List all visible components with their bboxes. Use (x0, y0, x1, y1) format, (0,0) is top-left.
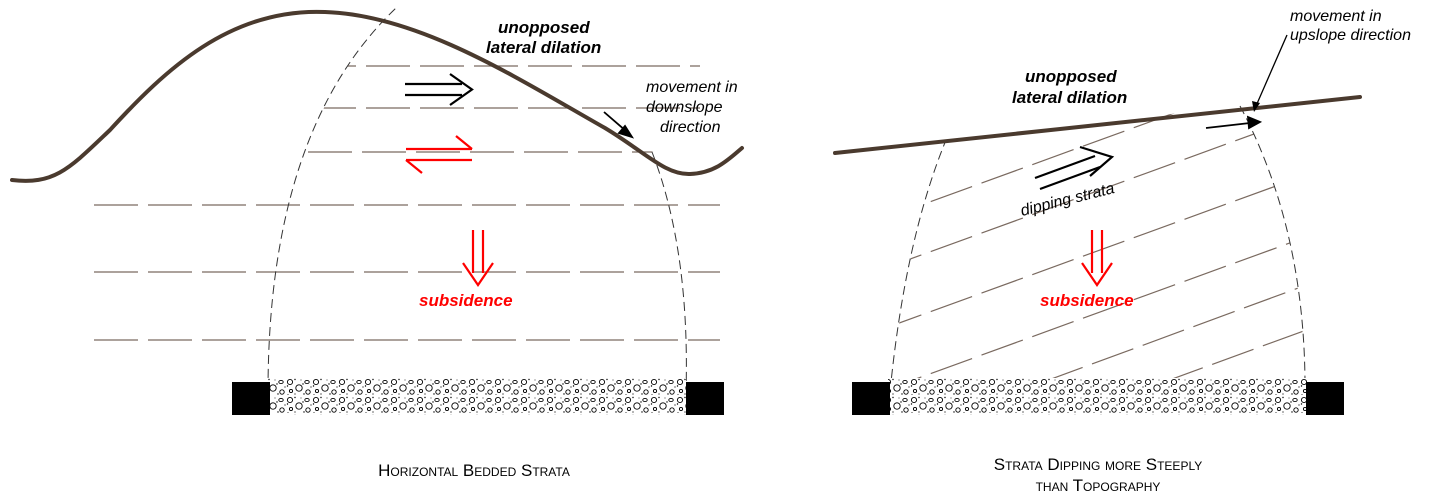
left-movement-label-3: direction (660, 119, 721, 136)
subsidence-arrow-left (462, 230, 494, 287)
fracture-line-right-a (889, 139, 947, 393)
ground-surface-right (833, 95, 1362, 155)
dipping-strata (890, 106, 1306, 400)
right-subsidence-label: subsidence (1040, 291, 1134, 310)
left-dilation-label-1: unopposed (498, 18, 590, 37)
left-movement-label-1: movement in (646, 79, 738, 96)
left-dilation-label-2: lateral dilation (486, 38, 601, 57)
horizontal-strata (268, 65, 700, 153)
right-panel: unopposed lateral dilation movement in u… (833, 8, 1411, 495)
subsidence-arrow-right (1081, 230, 1113, 287)
fracture-line-right (651, 151, 687, 393)
horizontal-strata-lower (94, 204, 720, 341)
pillar-right-a (852, 382, 890, 415)
ground-surface-left (10, 9, 744, 183)
pillar-left-b (686, 382, 724, 415)
fracture-line-left (267, 7, 397, 393)
shear-arrows-left (405, 135, 473, 174)
upslope-movement-arrow (1205, 115, 1263, 130)
right-caption-line-2: than Topography (1036, 476, 1161, 495)
left-subsidence-label: subsidence (419, 291, 513, 310)
left-caption-text: Horizontal Bedded Strata (378, 461, 570, 480)
right-caption-line-1: Strata Dipping more Steeply (994, 455, 1202, 474)
pillar-right-b (1306, 382, 1344, 415)
goaf-rubble-right (888, 378, 1308, 415)
dilation-arrow-left (405, 73, 474, 106)
left-movement-label-2: downslope (646, 99, 723, 116)
pillar-left-a (232, 382, 270, 415)
right-dilation-label-2: lateral dilation (1012, 88, 1127, 107)
upslope-leader-head (1252, 101, 1260, 112)
goaf-rubble-left (268, 378, 686, 415)
left-panel: unopposed lateral dilation movement in d… (10, 7, 744, 480)
dilation-arrow-right (1034, 145, 1115, 191)
right-dipping-label: dipping strata (1019, 180, 1116, 220)
right-dilation-label-1: unopposed (1025, 67, 1117, 86)
downslope-movement-arrow (603, 111, 635, 139)
fracture-line-right-b (1239, 105, 1306, 393)
right-movement-label-1: movement in (1290, 8, 1382, 25)
right-movement-label-2: upslope direction (1290, 27, 1411, 44)
upslope-label-leader (1255, 34, 1288, 107)
left-caption: Horizontal Bedded Strata (378, 461, 570, 480)
